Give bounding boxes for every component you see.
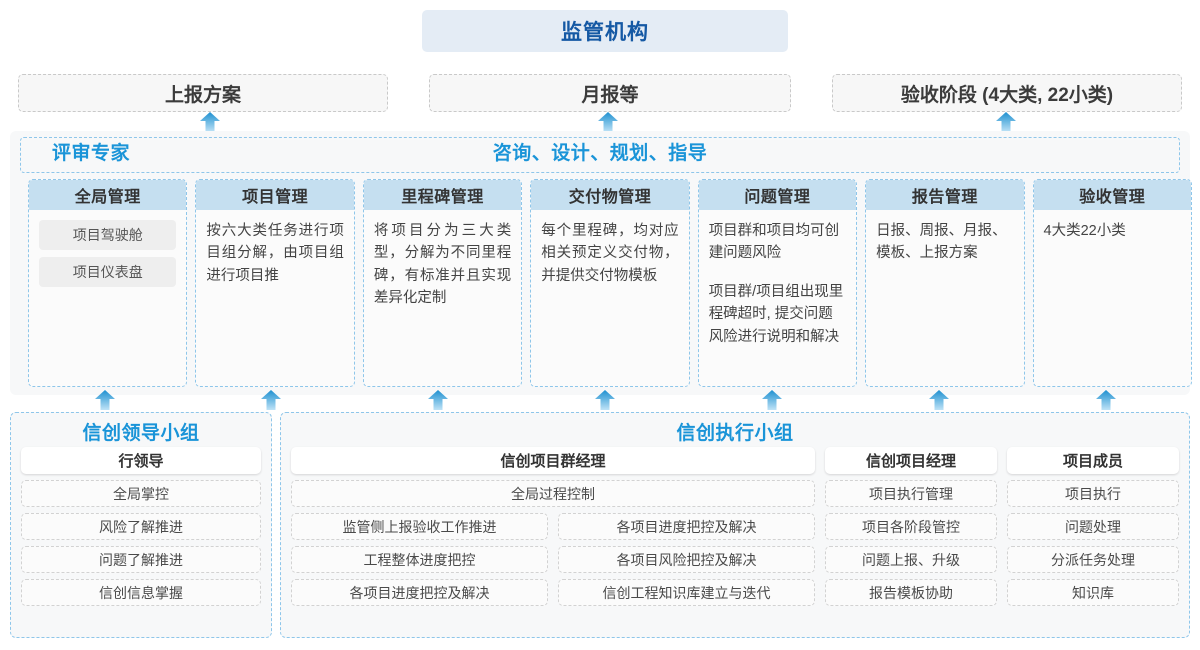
- list-item-mem-3[interactable]: 分派任务处理: [1007, 546, 1179, 573]
- role-header-project-manager: 信创项目经理: [825, 447, 997, 474]
- column-header-deliverable: 交付物管理: [531, 180, 689, 210]
- program-manager-left: 监管侧上报验收工作推进 工程整体进度把控 各项目进度把控及解决: [291, 513, 548, 606]
- capability-column-deliverable[interactable]: 交付物管理 每个里程碑，均对应相关预定义交付物，并提供交付物模板: [530, 179, 690, 387]
- expert-band: [20, 137, 1180, 173]
- list-item-lead-1[interactable]: 全局掌控: [21, 480, 261, 507]
- leading-group-panel: 信创领导小组 行领导 全局掌控 风险了解推进 问题了解推进 信创信息掌握: [10, 412, 272, 638]
- arrow-up-icon-col-5: [761, 390, 783, 410]
- column-text-issue-2: 项目群/项目组出现里程碑超时, 提交问题风险进行说明和解决: [708, 283, 844, 345]
- column-header-report: 报告管理: [866, 180, 1024, 210]
- execution-group-panel: 信创执行小组 信创项目群经理 全局过程控制 监管侧上报验收工作推进 工程整体进度…: [280, 412, 1190, 638]
- role-header-program-manager: 信创项目群经理: [291, 447, 815, 474]
- capability-column-acceptance[interactable]: 验收管理 4大类22小类: [1032, 179, 1192, 387]
- arrow-up-icon-col-6: [928, 390, 950, 410]
- report-box-acceptance: 验收阶段 (4大类, 22小类): [832, 74, 1182, 112]
- list-item-pgm-r2[interactable]: 各项目风险把控及解决: [558, 546, 815, 573]
- column-header-milestone: 里程碑管理: [363, 180, 522, 210]
- column-body-issue: 项目群和项目均可创建问题风险 项目群/项目组出现里程碑超时, 提交问题风险进行说…: [699, 210, 856, 386]
- list-item-lead-4[interactable]: 信创信息掌握: [21, 579, 261, 606]
- leading-group-column: 行领导 全局掌控 风险了解推进 问题了解推进 信创信息掌握: [21, 447, 261, 606]
- column-text-milestone: 将项目分为三大类型，分解为不同里程碑，有标准并且实现差异化定制: [373, 223, 512, 307]
- capability-panel: 评审专家 咨询、设计、规划、指导 全局管理 项目驾驶舱 项目仪表盘 项目管理 按…: [10, 131, 1192, 395]
- list-item-pgm-l3[interactable]: 各项目进度把控及解决: [291, 579, 548, 606]
- arrow-up-icon-col-3: [427, 390, 449, 410]
- column-text-issue-1: 项目群和项目均可创建问题风险: [708, 223, 840, 262]
- report-box-monthly: 月报等: [429, 74, 791, 112]
- chip-dashboard[interactable]: 项目仪表盘: [39, 257, 177, 287]
- arrow-up-icon-acceptance: [995, 112, 1017, 132]
- capability-column-report[interactable]: 报告管理 日报、周报、月报、模板、上报方案: [865, 179, 1025, 387]
- arrow-up-icon-col-2: [260, 390, 282, 410]
- list-item-mem-4[interactable]: 知识库: [1007, 579, 1179, 606]
- list-item-pm-2[interactable]: 项目各阶段管控: [825, 513, 997, 540]
- capability-column-milestone[interactable]: 里程碑管理 将项目分为三大类型，分解为不同里程碑，有标准并且实现差异化定制: [362, 179, 523, 387]
- arrow-up-icon-plan: [199, 112, 221, 132]
- execution-role-columns: 信创项目群经理 全局过程控制 监管侧上报验收工作推进 工程整体进度把控 各项目进…: [291, 447, 1179, 606]
- capability-column-global[interactable]: 全局管理 项目驾驶舱 项目仪表盘: [28, 179, 188, 387]
- list-item-pm-4[interactable]: 报告模板协助: [825, 579, 997, 606]
- column-header-issue: 问题管理: [698, 180, 857, 210]
- column-body-project: 按六大类任务进行项目组分解，由项目组进行项目推: [196, 210, 353, 386]
- chip-cockpit[interactable]: 项目驾驶舱: [39, 220, 177, 250]
- column-body-report: 日报、周报、月报、模板、上报方案: [866, 210, 1023, 386]
- capability-column-project[interactable]: 项目管理 按六大类任务进行项目组分解，由项目组进行项目推: [195, 179, 355, 387]
- leading-group-title: 信创领导小组: [82, 423, 200, 444]
- program-manager-split: 监管侧上报验收工作推进 工程整体进度把控 各项目进度把控及解决 各项目进度把控及…: [291, 513, 815, 606]
- arrow-up-icon-col-4: [594, 390, 616, 410]
- column-text-report: 日报、周报、月报、模板、上报方案: [876, 223, 1007, 262]
- list-item-pm-1[interactable]: 项目执行管理: [825, 480, 997, 507]
- column-body-milestone: 将项目分为三大类型，分解为不同里程碑，有标准并且实现差异化定制: [364, 210, 521, 386]
- capability-column-issue[interactable]: 问题管理 项目群和项目均可创建问题风险 项目群/项目组出现里程碑超时, 提交问题…: [697, 179, 858, 387]
- regulator-label: 监管机构: [561, 21, 649, 44]
- list-item-pgm-r1[interactable]: 各项目进度把控及解决: [558, 513, 815, 540]
- project-manager-column: 信创项目经理 项目执行管理 项目各阶段管控 问题上报、升级 报告模板协助: [825, 447, 997, 606]
- report-box-plan: 上报方案: [18, 74, 388, 112]
- list-item-lead-2[interactable]: 风险了解推进: [21, 513, 261, 540]
- project-member-column: 项目成员 项目执行 问题处理 分派任务处理 知识库: [1007, 447, 1179, 606]
- role-header-bank-leader: 行领导: [21, 447, 261, 474]
- list-item-pgm-l1[interactable]: 监管侧上报验收工作推进: [291, 513, 548, 540]
- column-text-project: 按六大类任务进行项目组分解，由项目组进行项目推: [206, 223, 344, 284]
- program-manager-column: 信创项目群经理 全局过程控制 监管侧上报验收工作推进 工程整体进度把控 各项目进…: [291, 447, 815, 606]
- consulting-label: 咨询、设计、规划、指导: [492, 143, 708, 164]
- list-item-lead-3[interactable]: 问题了解推进: [21, 546, 261, 573]
- arrow-up-icon-monthly: [597, 112, 619, 132]
- list-item-pgm-l2[interactable]: 工程整体进度把控: [291, 546, 548, 573]
- list-item-pgm-global[interactable]: 全局过程控制: [291, 480, 815, 507]
- column-text-acceptance: 4大类22小类: [1043, 223, 1126, 239]
- report-row: 上报方案 月报等 验收阶段 (4大类, 22小类): [18, 74, 1182, 112]
- column-body-acceptance: 4大类22小类: [1034, 210, 1191, 386]
- column-header-project: 项目管理: [196, 180, 354, 210]
- list-item-pm-3[interactable]: 问题上报、升级: [825, 546, 997, 573]
- program-manager-right: 各项目进度把控及解决 各项目风险把控及解决 信创工程知识库建立与迭代: [558, 513, 815, 606]
- regulator-box: 监管机构: [422, 10, 788, 52]
- arrow-up-icon-col-1: [94, 390, 116, 410]
- column-text-deliverable: 每个里程碑，均对应相关预定义交付物，并提供交付物模板: [541, 223, 679, 284]
- column-body-deliverable: 每个里程碑，均对应相关预定义交付物，并提供交付物模板: [531, 210, 688, 386]
- expert-label: 评审专家: [52, 143, 131, 164]
- report-label-acceptance: 验收阶段 (4大类, 22小类): [900, 84, 1114, 106]
- list-item-pgm-r3[interactable]: 信创工程知识库建立与迭代: [558, 579, 815, 606]
- column-header-global: 全局管理: [29, 180, 187, 210]
- list-item-mem-2[interactable]: 问题处理: [1007, 513, 1179, 540]
- column-header-acceptance: 验收管理: [1033, 180, 1191, 210]
- organization-row: 信创领导小组 行领导 全局掌控 风险了解推进 问题了解推进 信创信息掌握 信创执…: [10, 412, 1190, 638]
- execution-group-title: 信创执行小组: [676, 423, 794, 444]
- column-body-global: 项目驾驶舱 项目仪表盘: [29, 210, 186, 386]
- role-header-project-member: 项目成员: [1007, 447, 1179, 474]
- report-label-plan: 上报方案: [164, 84, 241, 106]
- capability-columns: 全局管理 项目驾驶舱 项目仪表盘 项目管理 按六大类任务进行项目组分解，由项目组…: [28, 179, 1192, 387]
- report-label-monthly: 月报等: [581, 84, 639, 106]
- arrow-up-icon-col-7: [1095, 390, 1117, 410]
- list-item-mem-1[interactable]: 项目执行: [1007, 480, 1179, 507]
